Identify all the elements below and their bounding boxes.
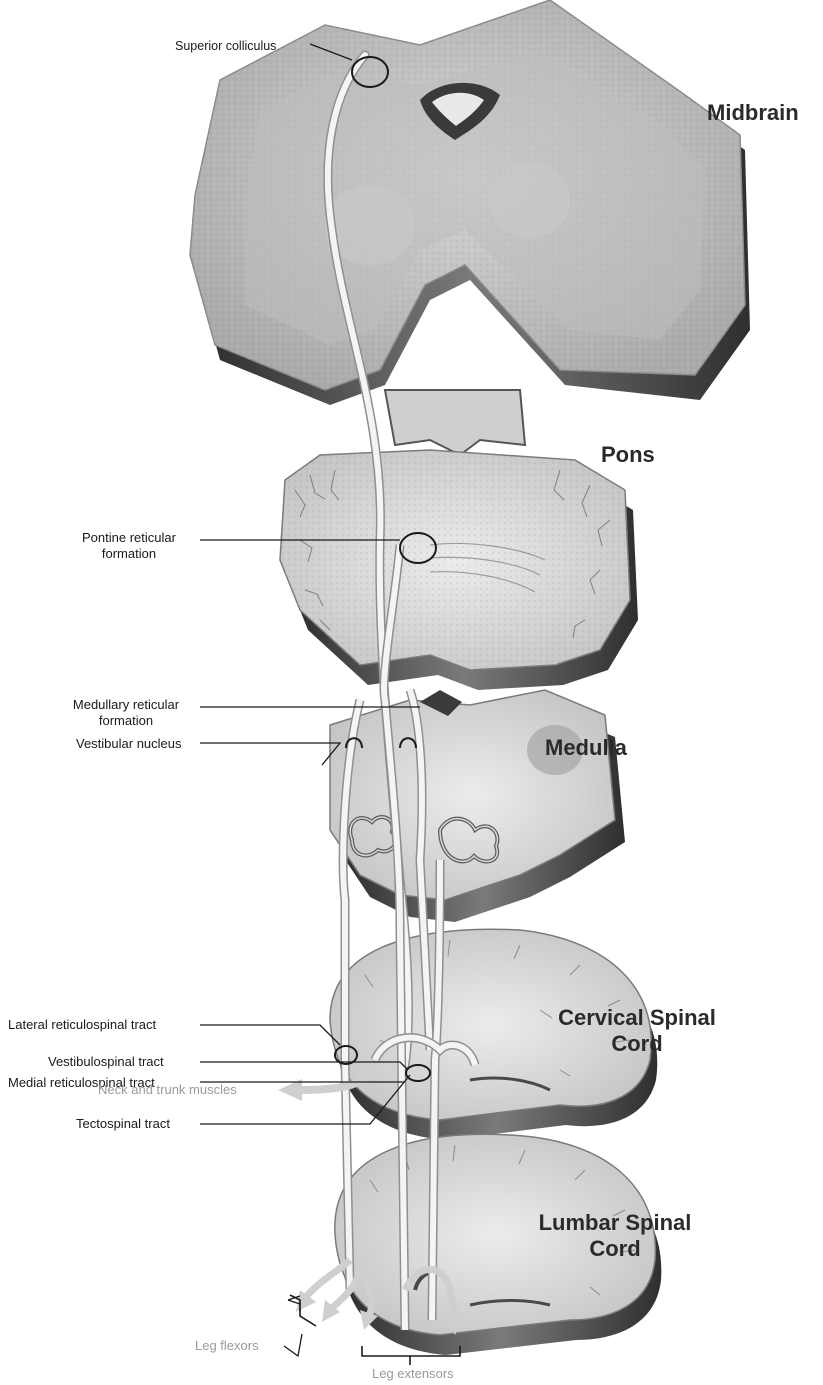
pontine-label-line1: Pontine reticular	[58, 530, 200, 546]
medulla-slab	[330, 690, 625, 922]
medulla-label: Medulla	[545, 735, 627, 761]
lateral-reticulospinal-label: Lateral reticulospinal tract	[8, 1017, 156, 1033]
cervical-label-line1: Cervical Spinal	[537, 1005, 737, 1031]
lumbar-label-line2: Cord	[515, 1236, 715, 1262]
neck-trunk-label: Neck and trunk muscles	[98, 1082, 237, 1098]
pontine-label: Pontine reticular formation	[58, 530, 200, 562]
midbrain-label: Midbrain	[707, 100, 799, 126]
vestibular-nucleus-label: Vestibular nucleus	[76, 736, 182, 752]
vestibulospinal-label: Vestibulospinal tract	[48, 1054, 164, 1070]
cervical-label-line2: Cord	[537, 1031, 737, 1057]
pontine-label-line2: formation	[58, 546, 200, 562]
midbrain-slab	[190, 0, 750, 405]
medullary-label-line1: Medullary reticular	[52, 697, 200, 713]
lumbar-label: Lumbar Spinal Cord	[515, 1210, 715, 1262]
tectospinal-label: Tectospinal tract	[76, 1116, 170, 1132]
medullary-label-line2: formation	[52, 713, 200, 729]
medullary-label: Medullary reticular formation	[52, 697, 200, 729]
leg-flexors-label: Leg flexors	[195, 1338, 259, 1354]
pons-label: Pons	[601, 442, 655, 468]
leg-extensors-label: Leg extensors	[372, 1366, 454, 1382]
superior-colliculus-label: Superior colliculus	[175, 38, 276, 54]
cervical-label: Cervical Spinal Cord	[537, 1005, 737, 1057]
lumbar-label-line1: Lumbar Spinal	[515, 1210, 715, 1236]
